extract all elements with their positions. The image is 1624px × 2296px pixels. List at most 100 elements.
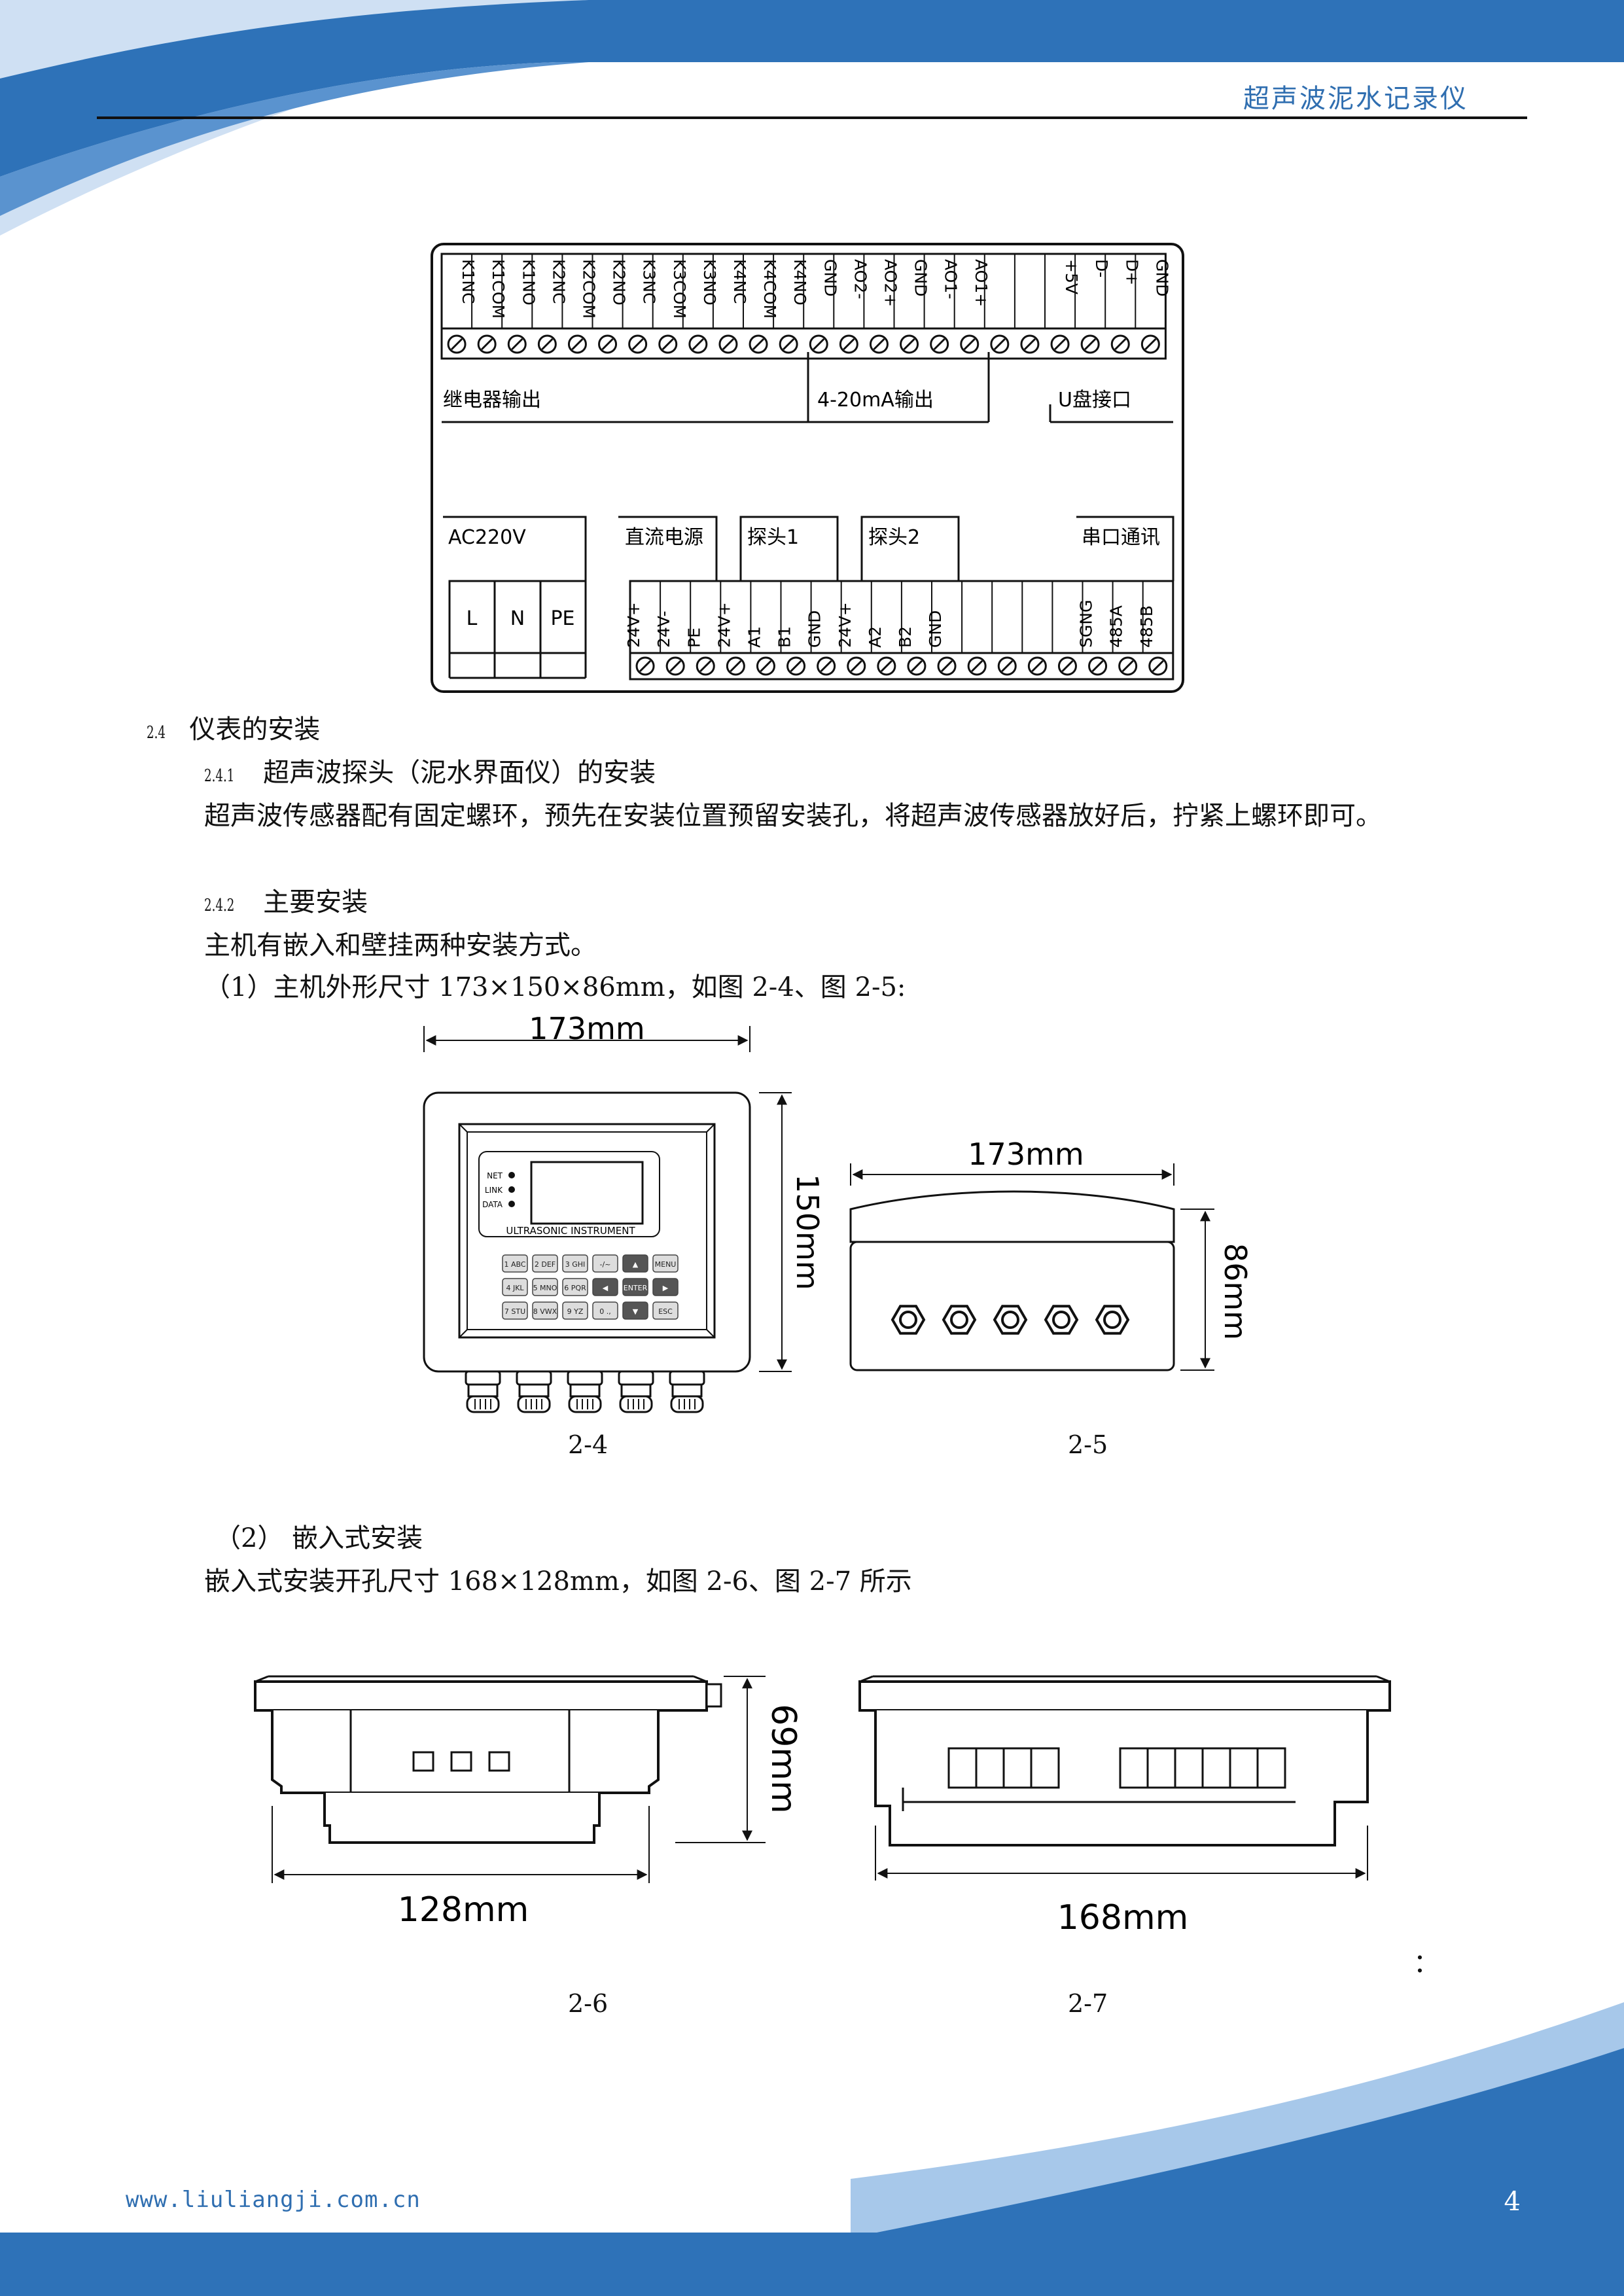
bottom-terminal-label: 24V+ [624,602,643,648]
front-width-label: 173mm [529,1013,644,1046]
group-usb-label: U盘接口 [1058,389,1131,412]
top-terminal-screw [930,334,949,354]
embed-top-width-label: 168mm [1057,1898,1189,1937]
indicator-label: DATA [482,1200,503,1209]
connector-block [1030,1747,1060,1789]
top-terminal-screw [658,334,678,354]
connector-block [1201,1747,1231,1789]
top-terminal-label: K4NC [730,259,749,304]
cable-glands [465,1370,705,1413]
keypad-key: 3 GHI [562,1254,588,1273]
stray-punctuation: ： [1413,1949,1439,1979]
bottom-terminal-label: B2 [896,626,915,648]
side-cable-glands [891,1305,1130,1335]
svg-text:ENTER: ENTER [624,1284,648,1292]
bottom-terminal-label: PE [684,627,703,648]
keypad-key: 2 DEF [532,1254,558,1273]
bottom-terminal-screw [937,656,957,676]
keypad-key: 0 ., [592,1301,618,1320]
bottom-terminal-screws [635,656,1168,676]
keypad-key: ◀ [592,1278,618,1296]
top-terminal-screw [1080,334,1100,354]
side-width-label: 173mm [968,1137,1084,1172]
side-cable-gland [891,1305,926,1335]
bottom-terminal-screw [665,656,685,676]
top-terminal-screw [749,334,768,354]
keypad-key: ENTER [622,1278,648,1296]
top-terminal-label: AO2- [851,259,870,299]
svg-text:MENU: MENU [655,1260,677,1269]
top-terminal-screw [718,334,738,354]
top-terminal-screw [809,334,828,354]
connector-block [975,1747,1005,1789]
group-relay-label: 继电器输出 [443,389,541,412]
top-terminal-label: K1NC [459,259,478,304]
bottom-terminal-label: A1 [745,626,764,648]
connector-block [1229,1747,1259,1789]
top-terminal-screw [839,334,858,354]
bottom-terminal-screw [696,656,715,676]
top-terminal-screw [990,334,1010,354]
svg-text:▼: ▼ [633,1307,639,1316]
top-terminal-screw [1050,334,1070,354]
top-terminal-label: GND [911,259,930,296]
bottom-terminal-screw [726,656,745,676]
top-terminal-screw [447,334,467,354]
top-terminal-label: D- [1092,259,1111,277]
top-terminal-screw [628,334,648,354]
keypad-key: 1 ABC [502,1254,528,1273]
connector-block [947,1747,978,1789]
bottom-terminal-screw [756,656,775,676]
top-terminal-label: AO1+ [972,259,991,307]
top-terminal-label: K2NO [610,259,629,306]
side-height-label: 86mm [1218,1243,1253,1340]
keypad-key: 7 STU [502,1301,528,1320]
bottom-terminal-screw [847,656,866,676]
footer-url[interactable]: www.liuliangji.com.cn [126,2187,421,2213]
svg-text:4 JKL: 4 JKL [506,1284,524,1292]
keypad-key: ▲ [622,1254,648,1273]
paragraph-embed-title: （2） 嵌入式安装 [215,1523,423,1553]
keypad-key: ESC [652,1301,679,1320]
svg-text:5 MNO: 5 MNO [533,1284,557,1292]
indicator-led [508,1186,515,1193]
bottom-terminal-screw [1118,656,1138,676]
bottom-terminal-label: B1 [775,626,794,648]
side-cable-gland [1095,1305,1130,1335]
bottom-terminal-screw [817,656,836,676]
keypad-key: 4 JKL [502,1278,528,1296]
top-terminal-screws [447,334,1160,354]
svg-text:▶: ▶ [663,1284,669,1292]
paragraph-embed-size: 嵌入式安装开孔尺寸 168×128mm，如图 2-6、图 2-7 所示 [204,1566,912,1597]
top-terminal-label: K2NC [549,259,568,304]
svg-text:▲: ▲ [633,1260,639,1269]
group-dc-label: 直流电源 [625,526,703,549]
bottom-terminal-label: SGNG [1077,600,1096,648]
top-terminal-label: AO2+ [881,259,900,307]
top-terminal-screw [900,334,919,354]
side-cable-gland [942,1305,977,1335]
ac-terminal-label: L [467,607,478,630]
svg-text:8 VWX: 8 VWX [533,1307,557,1316]
indicator-label: NET [487,1171,503,1180]
top-terminal-label: K4COM [760,259,779,319]
keypad-key: 5 MNO [532,1278,558,1296]
keypad-key: ▼ [622,1301,648,1320]
svg-text:0 .,: 0 ., [599,1307,611,1316]
svg-text:3 GHI: 3 GHI [565,1260,586,1269]
bottom-terminal-screw [635,656,655,676]
caption-fig-2-4: 2-4 [568,1430,609,1459]
bottom-terminal-label: GND [805,610,824,648]
indicator-led [508,1172,515,1178]
embed-side-height-label: 69mm [764,1704,803,1813]
connector-block [1119,1747,1149,1789]
bottom-terminal-label: 24V+ [836,602,855,648]
side-cable-gland [1044,1305,1079,1335]
top-terminal-label: K3NO [700,259,719,306]
header-title: 超声波泥水记录仪 [1243,84,1468,114]
top-terminal-label: AO1- [942,259,961,299]
bottom-terminal-label: 485B [1137,605,1156,648]
